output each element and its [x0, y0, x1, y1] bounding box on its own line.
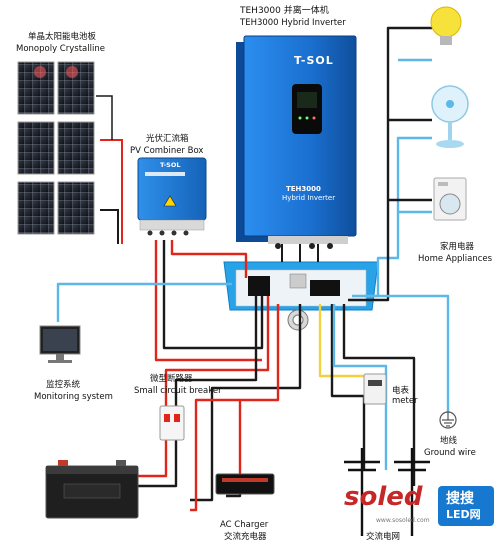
appliances-label-en: Home Appliances: [418, 254, 493, 264]
charger-label-en: AC Charger: [220, 520, 269, 530]
fan-icon: [431, 85, 469, 148]
inverter-display: [292, 84, 322, 134]
inverter-cables: [281, 244, 319, 262]
warning-icon: [163, 195, 177, 207]
watermark-logo: soled: [344, 482, 423, 512]
inverter-subtitle: Hybrid Inverter: [282, 194, 336, 202]
ground-label-en: Ground wire: [424, 448, 476, 458]
watermark-badge-top: 搜搜: [446, 491, 474, 507]
watermark-url: www.sosoled.com: [376, 517, 430, 524]
watermark-badge: [438, 486, 494, 526]
solar-panel-array: [17, 61, 95, 235]
meter-icon: [363, 373, 387, 405]
circuit-breaker: [159, 405, 185, 441]
meter-label-cn: 电表: [392, 386, 410, 396]
solar-panel: [57, 181, 95, 235]
solar-panel-label-en: Monopoly Crystalline: [16, 44, 105, 54]
grid-poles: [344, 448, 430, 536]
panel-wires: [96, 95, 123, 244]
inverter-label-cn: TEH3000 并离一体机: [240, 6, 329, 16]
ground-icon: [439, 411, 457, 429]
hybrid-inverter: [236, 35, 357, 249]
monitor-icon: [39, 325, 81, 363]
solar-panel: [17, 181, 55, 235]
combiner-label-en: PV Combiner Box: [130, 146, 204, 156]
breaker-label-en: Small circuit breaker: [134, 386, 222, 396]
light-bulb-icon: [430, 6, 462, 45]
inverter-model: TEH3000: [286, 185, 321, 193]
solar-panel: [17, 121, 55, 175]
monitor-label-en: Monitoring system: [34, 392, 113, 402]
ground-label-cn: 地线: [440, 436, 458, 446]
grid-label-cn: 交流电网: [366, 532, 401, 542]
washing-machine-icon: [433, 177, 467, 221]
meter-label-en: meter: [392, 396, 418, 406]
monitor-label-cn: 监控系统: [46, 380, 81, 390]
combiner-brand: T-SOL: [160, 161, 181, 169]
breaker-label-cn: 微型断路器: [150, 374, 193, 384]
pv-combiner-box: [137, 157, 207, 236]
inverter-brand: T-SOL: [294, 54, 334, 67]
solar-panel: [57, 121, 95, 175]
battery: [45, 460, 139, 519]
appliances-label-cn: 家用电器: [440, 242, 475, 252]
watermark-badge-bottom: LED网: [446, 508, 481, 521]
combiner-label-cn: 光伏汇流箱: [146, 134, 189, 144]
inverter-label-en: TEH3000 Hybrid Inverter: [240, 18, 346, 28]
charger-label-cn: 交流充电器: [224, 532, 267, 542]
ac-charger: [215, 473, 275, 495]
solar-panel-label-cn: 单晶太阳能电池板: [28, 32, 97, 42]
